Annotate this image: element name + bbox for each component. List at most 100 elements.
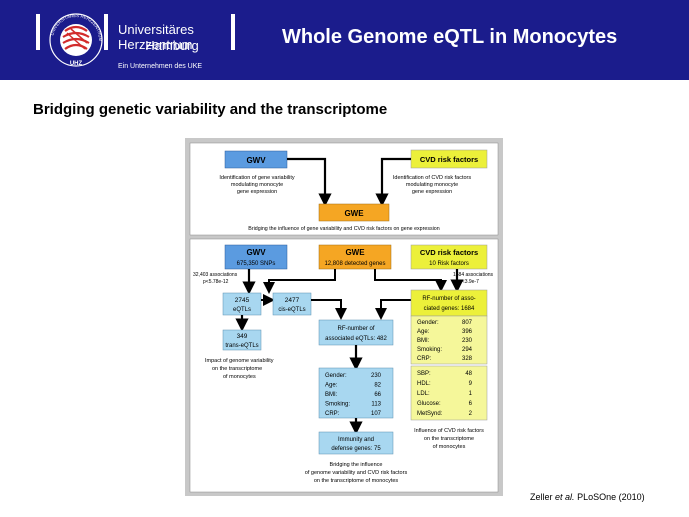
cis-num: 2477 (285, 297, 300, 304)
logo-bracket-mid (104, 14, 108, 50)
rf-genes-2: ciated genes: 1684 (424, 306, 475, 312)
gwv-title: GWV (246, 248, 266, 257)
top-cvd-desc-2: modulating monocyte (406, 182, 458, 188)
arrow-rfgenes-rf (375, 299, 411, 320)
right-assoc-1: 1684 associations (453, 272, 494, 278)
logo-bracket-right (231, 14, 235, 50)
eqtl-row-name: Age: (325, 383, 338, 389)
rf-a-row-value: 328 (462, 356, 473, 362)
citation-author: Zeller (530, 492, 553, 502)
rf-a-row-name: BMI: (417, 338, 430, 344)
rf-b-row-value: 9 (469, 381, 473, 387)
rf-genes-1: RF-number of asso- (422, 296, 475, 302)
eqtl-row-value: 230 (371, 373, 382, 379)
eqtl-row-name: CRP: (325, 411, 340, 417)
trans-label: trans-eQTLs (225, 343, 258, 349)
impact-2: on the transcriptome (212, 366, 262, 372)
top-gwe-box (318, 203, 390, 222)
influence-1: Influence of CVD risk factors (414, 428, 484, 434)
gwe-box (318, 244, 392, 270)
trans-num: 349 (237, 333, 248, 340)
eqtl-row-value: 113 (371, 402, 381, 408)
immunity-box (318, 431, 394, 455)
eqtl-row-name: BMI: (325, 392, 338, 398)
rf-table-a (410, 315, 488, 365)
arrow-cis-rf (311, 299, 347, 320)
cis-box (272, 292, 312, 316)
logo: UHZ UNIVERSITÄRES HERZZENTRUM Universitä… (0, 0, 248, 80)
eqtl-table (318, 367, 394, 419)
gwv-count: 675,350 SNPs (237, 261, 276, 267)
impact-3: of monocytes (223, 374, 256, 380)
arrow-gwe-eqtls (263, 269, 336, 294)
header-bar: UHZ UNIVERSITÄRES HERZZENTRUM Universitä… (0, 0, 689, 80)
eqtl-row-name: Gender: (325, 373, 347, 379)
rf-eqtl-1: RF-number of (337, 326, 374, 332)
rf-genes-box (410, 289, 488, 317)
rf-a-row-name: Gender: (417, 320, 439, 326)
top-bridge-text: Bridging the influence of gene variabili… (248, 226, 439, 232)
rf-a-row-value: 294 (462, 347, 473, 353)
cvd-box (410, 244, 488, 270)
top-gwv-desc-2: modulating monocyte (231, 182, 283, 188)
rf-b-row-value: 2 (469, 411, 473, 417)
bridge-1: Bridging the influence (330, 462, 383, 468)
eqtl-row-value: 66 (374, 392, 381, 398)
left-assoc-1: 32,403 associations (193, 272, 238, 278)
immunity-1: Immunity and (338, 437, 374, 443)
rf-b-row-value: 6 (469, 401, 473, 407)
org-name-line2: Hamburg (145, 38, 199, 53)
rf-b-row-name: MetSynd: (417, 411, 443, 417)
gwe-title: GWE (345, 248, 365, 257)
rf-a-row-value: 230 (462, 338, 473, 344)
page-title: Whole Genome eQTL in Monocytes (282, 26, 618, 48)
seal-icon: UHZ UNIVERSITÄRES HERZZENTRUM (49, 13, 103, 67)
gwe-count: 12,808 detected genes (324, 261, 385, 267)
eqtl-row-value: 82 (374, 383, 381, 389)
cis-label: cis-eQTLs (278, 307, 305, 313)
cvd-count: 10 Risk factors (429, 261, 469, 267)
slide-subtitle: Bridging genetic variability and the tra… (33, 101, 388, 118)
rf-b-row-name: SBP: (417, 371, 431, 377)
top-arrow-cvd (375, 157, 411, 207)
influence-3: of monocytes (433, 444, 466, 450)
rf-table-b (410, 365, 488, 421)
top-gwv-label: GWV (246, 156, 266, 165)
rf-a-row-name: Age: (417, 329, 430, 335)
eqtl-row-value: 107 (371, 411, 382, 417)
rf-a-row-name: Smoking: (417, 347, 442, 353)
rf-b-row-name: Glucose: (417, 401, 441, 407)
citation-source: PLoSOne (2010) (577, 492, 645, 502)
seal-bottom-text: UHZ (70, 61, 83, 67)
eqtls-label: eQTLs (233, 307, 251, 313)
top-gwv-desc-1: Identification of gene variability (219, 175, 294, 181)
rf-eqtl-box (318, 319, 394, 346)
rf-a-row-name: CRP: (417, 356, 432, 362)
rf-b-row-name: HDL: (417, 381, 431, 387)
influence-2: on the transcriptome (424, 436, 474, 442)
rf-a-row-value: 807 (462, 320, 473, 326)
org-subtitle: Ein Unternehmen des UKE (118, 63, 203, 70)
rf-eqtl-2: associated eQTLs: 482 (325, 336, 387, 342)
cvd-title: CVD risk factors (420, 248, 478, 257)
org-name-line1: Universitäres Herzzentrum (118, 22, 194, 52)
arrow-gwe-rf (374, 269, 447, 292)
bridge-3: on the transcriptome of monocytes (314, 478, 399, 484)
citation: Zeller et al. PLoSOne (2010) (530, 492, 645, 502)
rf-b-row-name: LDL: (417, 391, 430, 397)
top-cvd-desc-1: Identification of CVD risk factors (393, 175, 472, 181)
logo-bracket-left (36, 14, 40, 50)
top-cvd-desc-3: gene expression (412, 189, 452, 195)
impact-1: Impact of genome variability (205, 358, 274, 364)
rf-a-row-value: 396 (462, 329, 473, 335)
top-gwv-desc-3: gene expression (237, 189, 277, 195)
gwv-box (224, 244, 288, 270)
rf-b-row-value: 48 (465, 371, 472, 377)
eqtl-flow-diagram: GWV CVD risk factors Identification of g… (185, 138, 503, 496)
top-gwe-label: GWE (344, 209, 364, 218)
eqtls-num: 2745 (235, 297, 250, 304)
trans-box (222, 329, 262, 351)
eqtl-row-name: Smoking: (325, 402, 350, 408)
